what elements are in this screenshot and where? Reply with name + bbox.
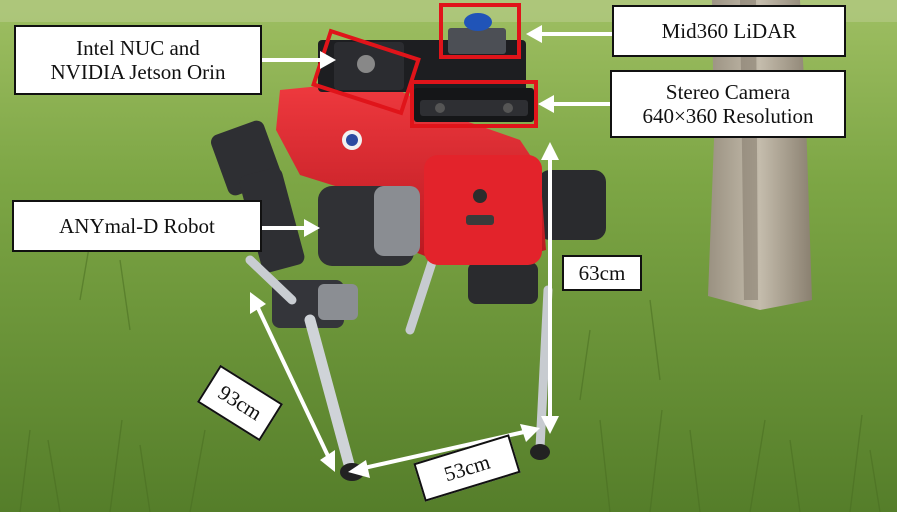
rear-legs (405, 170, 606, 460)
pointer-arrows (262, 25, 612, 237)
stereo-camera-label: Stereo Camera 640×360 Resolution (610, 70, 846, 138)
stereo-camera-label-line-2: 640×360 Resolution (642, 104, 814, 128)
stereo-camera-highlight-box (410, 80, 538, 128)
height-arrow-bottom (541, 416, 559, 434)
lidar-label: Mid360 LiDAR (612, 5, 846, 57)
length-arrow-bottom (320, 450, 335, 472)
nuc-arrowhead (320, 51, 336, 69)
width-arrow-left (348, 460, 370, 478)
compute-label-line-1: Intel NUC and (76, 36, 200, 60)
length-arrow-top (250, 292, 266, 314)
lidar-arrowhead (526, 25, 542, 43)
robot-body (276, 13, 546, 265)
compute-label: Intel NUC and NVIDIA Jetson Orin (14, 25, 262, 95)
height-arrow-top (541, 142, 559, 160)
robot-label-text: ANYmal-D Robot (59, 214, 215, 238)
robot-label: ANYmal-D Robot (12, 200, 262, 252)
grass-texture (19, 229, 881, 512)
stereo-camera-label-line-1: Stereo Camera (665, 80, 791, 104)
width-arrow-right (520, 424, 540, 442)
front-left-leg (210, 120, 420, 481)
robot-arrowhead (304, 219, 320, 237)
height-label: 63cm (562, 255, 642, 291)
lidar-highlight-box (439, 3, 521, 59)
length-dimension-line (256, 307, 330, 457)
lidar-label-text: Mid360 LiDAR (661, 19, 797, 43)
compute-label-line-2: NVIDIA Jetson Orin (50, 60, 226, 84)
height-label-text: 63cm (578, 261, 626, 285)
width-label-text: 53cm (441, 449, 493, 487)
stereo-arrowhead (538, 95, 554, 113)
